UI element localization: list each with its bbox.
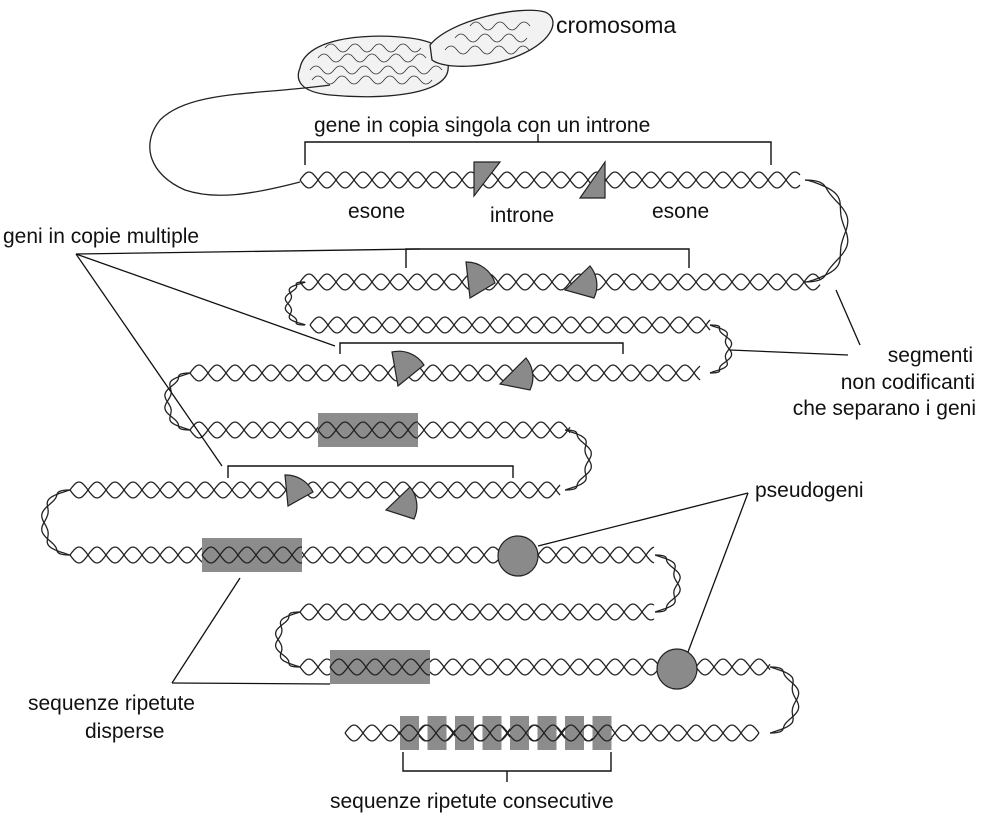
dna-loop-right (654, 554, 681, 613)
dna-helix-overlay-segment (317, 421, 418, 439)
leader-dispersed-2 (171, 682, 331, 685)
leader-noncoding-2 (729, 349, 849, 356)
dna-helix-overlay-segment (329, 658, 430, 676)
dna-loop-right (804, 179, 849, 283)
label-dispersed-1: sequenze ripetute (28, 692, 195, 715)
label-intron: introne (490, 204, 554, 227)
tandem-repeat-box (482, 716, 502, 750)
intron-end-wedge (578, 160, 606, 199)
tandem-repeat-box (510, 716, 529, 750)
label-tandem-repeats: sequenze ripetute consecutive (330, 790, 614, 813)
dna-helix-overlay-segment (201, 546, 302, 564)
dna-helix-row-4 (189, 364, 701, 382)
dna-helix-row-7 (69, 546, 655, 564)
dna-helix-overlay-segment (399, 724, 613, 742)
intron-wedge (498, 357, 534, 391)
leader-pseudogene-2 (687, 492, 749, 653)
dna-loop-left (284, 281, 306, 326)
pseudogene-markers (497, 535, 698, 690)
leader-multi-copy-3 (75, 253, 223, 467)
chromosome-body (297, 9, 554, 98)
dna-loop-right (804, 179, 849, 283)
dna-helix-row-1 (299, 171, 801, 189)
leader-lines (75, 248, 861, 685)
leader-pseudogene-1 (537, 492, 749, 547)
tandem-repeat-box (427, 716, 447, 750)
label-noncoding-2: non codificanti (841, 371, 975, 394)
dna-helix-row-6 (69, 481, 561, 499)
labels: cromosoma gene in copia singola con un i… (3, 12, 976, 813)
dispersed-repeat-box (318, 413, 418, 447)
dna-helix-row-3 (309, 316, 711, 334)
dna-loop-right (770, 666, 800, 734)
tandem-repeat-box (537, 716, 557, 750)
dna-loop-left (41, 489, 70, 556)
dna-helix-row-8 (299, 603, 655, 621)
multi-copy-bracket-3 (227, 465, 514, 478)
label-chromosome: cromosoma (556, 12, 676, 38)
dna-helix-row-2 (299, 273, 821, 291)
label-multi-copy-genes: geni in copie multiple (3, 225, 199, 248)
dna-helix-row-8 (299, 603, 655, 621)
label-single-copy-gene: gene in copia singola con un introne (314, 114, 650, 137)
intron-wedge (465, 261, 496, 299)
dna-loop-left (41, 489, 70, 556)
intron-markers (473, 160, 606, 199)
single-gene-bracket (304, 141, 772, 165)
label-exon-left: esone (348, 200, 405, 223)
leader-multi-copy-1 (75, 248, 421, 255)
dna-loop-right (770, 666, 800, 734)
label-dispersed-2: disperse (85, 720, 164, 743)
pseudogene-disc (656, 648, 698, 690)
dna-helix-row-2 (299, 273, 821, 291)
label-pseudogenes: pseudogeni (755, 479, 864, 502)
dna-helix-row-3 (309, 316, 711, 334)
leader-dispersed-1 (171, 577, 241, 684)
label-exon-right: esone (652, 200, 709, 223)
gene-brackets (227, 134, 772, 782)
dna-loop-left (274, 611, 301, 668)
dna-helix-row-1 (299, 171, 801, 189)
multi-copy-bracket-1 (405, 248, 690, 268)
chromosome-tail (149, 84, 331, 196)
intron-start-wedge (473, 161, 502, 198)
dna-helix-overlay (201, 421, 613, 742)
tandem-bracket (402, 752, 612, 772)
dna-helix-overlay-segment (201, 546, 302, 564)
leader-noncoding-1 (835, 289, 861, 346)
tandem-repeat-box (592, 716, 612, 750)
dna-helix-overlay-segment (329, 658, 430, 676)
intron-wedge (284, 474, 314, 507)
label-noncoding-1: segmenti (888, 344, 973, 367)
dna-helix-row-4 (189, 364, 701, 382)
dna-helix-row-6 (69, 481, 561, 499)
intron-wedge (391, 350, 425, 388)
pseudogene-disc (497, 535, 539, 577)
dna-helix-group (41, 171, 849, 742)
intron-wedge (563, 265, 598, 299)
multi-copy-intron-markers (284, 261, 598, 520)
multi-copy-bracket-2 (339, 342, 624, 354)
dna-loop-right (709, 324, 733, 374)
label-noncoding-3: che separano i geni (793, 397, 976, 420)
dispersed-repeat-box (202, 538, 302, 572)
intron-wedge (384, 486, 418, 520)
dna-loop-right (565, 429, 592, 491)
dna-helix-overlay-segment (317, 421, 418, 439)
dna-loop-right (565, 429, 592, 491)
leader-multi-copy-2 (75, 253, 336, 347)
dispersed-repeat-box (330, 650, 430, 684)
tandem-repeat-box (455, 716, 474, 750)
dna-helix-row-7 (69, 546, 655, 564)
tandem-repeat-box (565, 716, 584, 750)
dispersed-repeats (202, 413, 430, 684)
dna-helix-overlay-segment (399, 724, 613, 742)
dna-loop-left (164, 372, 191, 431)
tandem-repeat-box (400, 716, 419, 750)
